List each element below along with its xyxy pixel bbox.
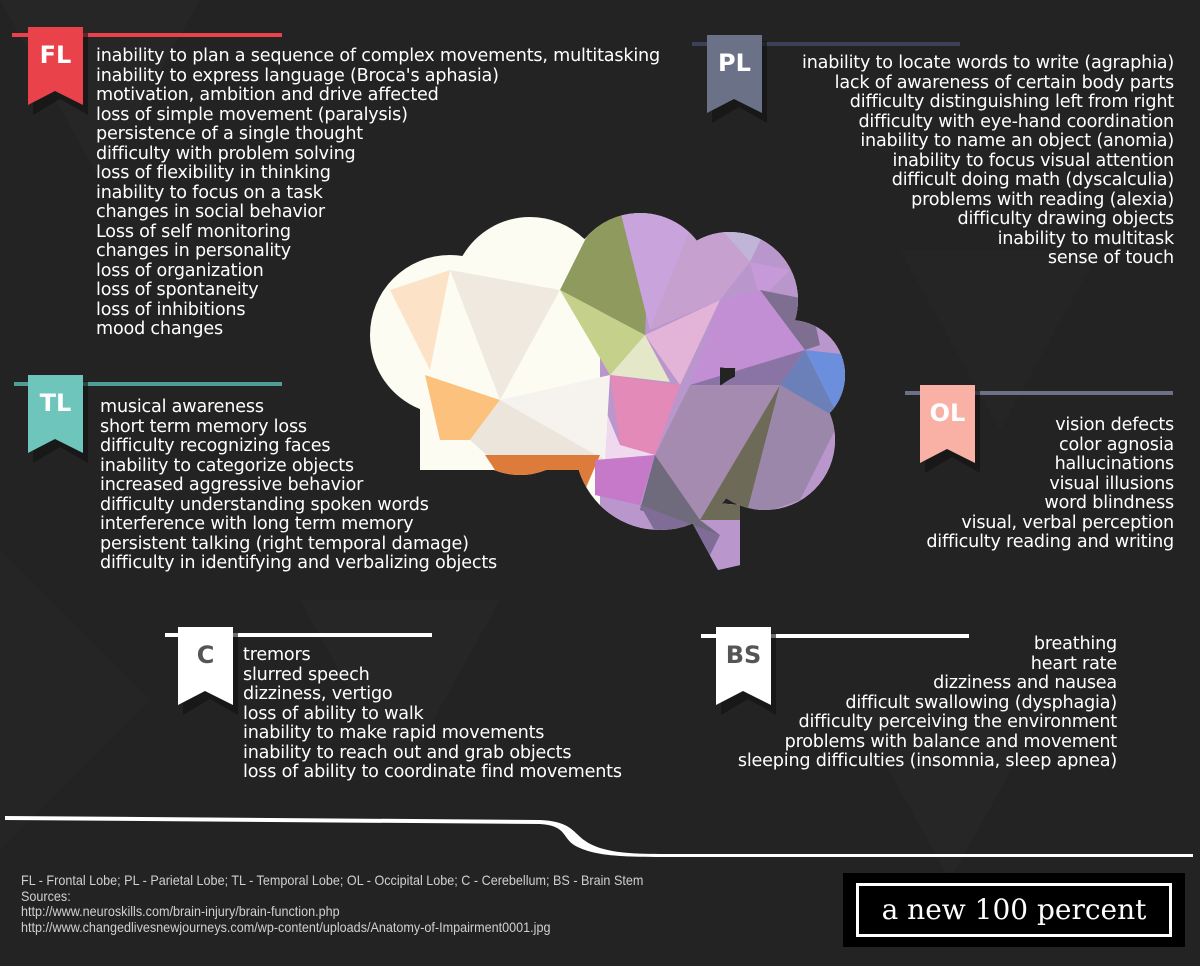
- symptom-item: inability to categorize objects: [100, 455, 354, 476]
- symptom-item: loss of spontaneity: [96, 280, 259, 300]
- ol-divider-line: [905, 391, 1173, 395]
- tl-label: TL: [39, 389, 72, 417]
- symptom-item: lack of awareness of certain body parts: [834, 72, 1175, 93]
- symptom-item: loss of ability to coordinate find movem…: [243, 762, 622, 782]
- symptom-item: persistent talking (right temporal damag…: [100, 533, 469, 554]
- fl-ribbon-badge: FL: [28, 27, 88, 115]
- tl-ribbon-badge: TL: [28, 375, 88, 463]
- ribbon-icon: [178, 627, 238, 715]
- symptom-item: difficult swallowing (dysphagia): [845, 692, 1117, 713]
- symptom-item: inability to focus visual attention: [892, 150, 1175, 171]
- symptom-item: difficulty with eye-hand coordination: [858, 111, 1174, 132]
- symptom-item: breathing: [1033, 634, 1117, 654]
- bs-divider-line: [701, 634, 969, 638]
- symptom-item: sense of touch: [1047, 248, 1174, 268]
- pl-ribbon-badge: PL: [707, 35, 767, 123]
- symptom-item: slurred speech: [243, 664, 370, 685]
- symptom-item: musical awareness: [100, 397, 264, 417]
- symptom-item: difficulty in identifying and verbalizin…: [100, 553, 497, 573]
- symptom-item: loss of inhibitions: [96, 299, 246, 320]
- symptom-item: difficulty reading and writing: [926, 532, 1174, 552]
- sources-label: Sources:: [21, 887, 71, 904]
- c-label: C: [196, 641, 215, 669]
- symptom-item: inability to express language (Broca's a…: [96, 65, 499, 86]
- symptom-item: inability to reach out and grab objects: [243, 742, 572, 763]
- tl-divider-line: [14, 382, 282, 386]
- symptom-item: loss of organization: [96, 260, 264, 281]
- symptom-item: difficulty recognizing faces: [100, 436, 331, 456]
- c-ribbon-badge: C: [178, 627, 238, 715]
- pl-divider-line: [692, 42, 960, 46]
- fl-symptom-list: inability to plan a sequence of complex …: [96, 46, 660, 340]
- symptom-item: persistence of a single thought: [96, 124, 363, 144]
- ribbon-icon: [920, 385, 980, 473]
- symptom-item: heart rate: [1030, 653, 1117, 674]
- symptom-item: tremors: [243, 645, 311, 665]
- symptom-item: inability to focus on a task: [96, 182, 323, 203]
- symptom-item: changes in personality: [96, 241, 291, 261]
- fl-divider-line: [12, 33, 282, 37]
- symptom-item: inability to plan a sequence of complex …: [96, 46, 660, 66]
- ribbon-icon: [28, 27, 88, 115]
- source-link[interactable]: http://www.neuroskills.com/brain-injury/…: [21, 903, 340, 919]
- symptom-item: visual, verbal perception: [961, 512, 1174, 533]
- source-link[interactable]: http://www.changedlivesnewjourneys.com/w…: [21, 918, 551, 935]
- symptom-item: loss of flexibility in thinking: [96, 163, 331, 183]
- symptom-item: motivation, ambition and drive affected: [96, 85, 439, 105]
- symptom-item: mood changes: [96, 319, 223, 339]
- symptom-item: inability to name an object (anomia): [860, 131, 1174, 151]
- symptom-item: loss of simple movement (paralysis): [96, 104, 408, 125]
- symptom-item: sleeping difficulties (insomnia, sleep a…: [737, 751, 1117, 771]
- logo-text: a new 100 percent: [856, 883, 1172, 937]
- pl-label: PL: [718, 49, 751, 77]
- bs-label: BS: [725, 641, 762, 669]
- symptom-item: difficulty drawing objects: [957, 209, 1174, 229]
- symptom-item: short term memory loss: [100, 416, 307, 437]
- symptom-item: inability to multitask: [997, 228, 1175, 249]
- symptom-item: difficulty understanding spoken words: [100, 494, 429, 515]
- symptom-item: difficulty distinguishing left from righ…: [849, 92, 1174, 112]
- symptom-item: changes in social behavior: [96, 202, 325, 222]
- symptom-item: visual illusions: [1049, 473, 1174, 494]
- ribbon-icon: [28, 375, 88, 463]
- symptom-item: Loss of self monitoring: [96, 221, 291, 242]
- bs-ribbon-badge: BS: [716, 627, 776, 715]
- symptom-item: loss of ability to walk: [243, 703, 424, 724]
- symptom-item: problems with reading (alexia): [911, 189, 1174, 210]
- symptom-item: hallucinations: [1054, 454, 1175, 474]
- symptom-item: difficult doing math (dyscalculia): [891, 170, 1174, 190]
- fl-label: FL: [39, 41, 72, 69]
- symptom-item: difficulty perceiving the environment: [798, 712, 1118, 732]
- ribbon-icon: [716, 627, 776, 715]
- footer-sources: FL - Frontal Lobe; PL - Parietal Lobe; T…: [21, 872, 644, 935]
- symptom-item: difficulty with problem solving: [96, 143, 356, 164]
- symptom-item: increased aggressive behavior: [100, 475, 364, 495]
- logo: a new 100 percent: [843, 873, 1185, 947]
- symptom-item: word blindness: [1044, 493, 1174, 513]
- symptom-item: interference with long term memory: [100, 514, 414, 534]
- symptom-item: problems with balance and movement: [784, 731, 1118, 752]
- ol-ribbon-badge: OL: [920, 385, 980, 473]
- abbreviation-legend: FL - Frontal Lobe; PL - Parietal Lobe; T…: [21, 872, 644, 888]
- ol-label: OL: [929, 399, 966, 427]
- symptom-item: dizziness and nausea: [933, 673, 1117, 693]
- symptom-item: vision defects: [1055, 415, 1174, 435]
- symptom-item: dizziness, vertigo: [243, 684, 393, 704]
- symptom-item: inability to make rapid movements: [243, 723, 545, 743]
- symptom-item: inability to locate words to write (agra…: [802, 53, 1174, 73]
- symptom-item: color agnosia: [1058, 434, 1174, 455]
- pl-symptom-list: inability to locate words to write (agra…: [802, 53, 1175, 269]
- c-divider-line: [165, 633, 432, 637]
- ribbon-icon: [707, 35, 767, 123]
